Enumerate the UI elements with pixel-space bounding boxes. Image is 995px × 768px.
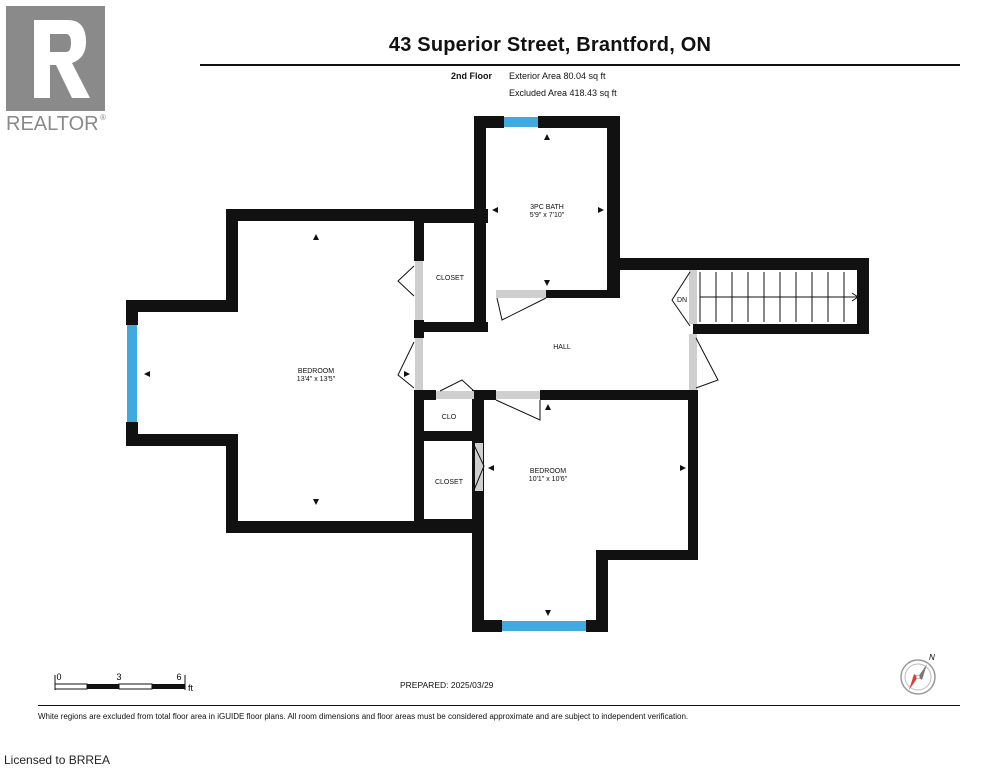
realtor-logo: REALTOR ® [6,6,106,135]
wall [472,390,484,632]
wall [857,258,869,334]
bedroom2-dims: 10'1" x 10'6" [529,476,568,483]
dimension-arrow [680,465,686,471]
clo-label: CLO [442,414,457,421]
door-swing [671,271,691,327]
door-opening [415,261,423,320]
registered-mark: ® [100,113,106,122]
wall [126,300,238,312]
scale-bar: 0 3 6 ft [54,672,194,693]
wall [126,434,238,446]
dimension-arrow [404,371,410,377]
door-opening [436,391,474,399]
dimension-arrow [313,499,319,505]
bedroom2-name: BEDROOM [530,468,566,475]
scale-unit: ft [188,683,194,693]
wall [414,390,424,533]
door-opening [496,290,546,298]
closet-top-label: CLOSET [436,275,465,282]
wall [546,290,620,298]
dimension-arrow [545,610,551,616]
wall [414,431,484,441]
wall [226,209,238,312]
dimension-arrow [313,234,319,240]
scale-tick-6: 6 [176,672,181,682]
wall [596,550,608,632]
exterior-area: Exterior Area 80.04 sq ft [509,71,606,81]
door-opening [415,338,423,390]
wall [586,620,608,632]
wall [414,519,484,533]
bedroom1-name: BEDROOM [298,368,334,375]
hall-label: HALL [553,344,571,351]
wall [226,434,238,533]
realtor-logo-mark: REALTOR ® [6,6,106,135]
compass-icon: N [900,653,936,695]
dimension-arrow [544,280,550,286]
wall [126,300,138,325]
door-swing [495,399,541,421]
wall [414,390,436,400]
license-watermark: Licensed to BRREA [4,753,111,767]
door-swing [496,297,547,321]
wall [607,116,620,298]
wall [596,550,698,560]
door-swing [439,379,475,392]
floor-label: 2nd Floor [451,71,492,81]
wall [474,116,504,128]
bedroom1-dims: 13'4" x 13'5" [297,376,336,383]
wall [688,390,698,560]
door-swing [473,444,485,491]
wall [540,390,698,400]
footer-divider [38,705,960,706]
compass-north-label: N [929,653,935,662]
scale-tick-3: 3 [116,672,121,682]
door-opening [475,443,483,491]
wall [414,322,488,332]
page-title: 43 Superior Street, Brantford, ON [388,34,712,56]
window [502,621,586,631]
dimension-arrow [488,465,494,471]
excluded-area: Excluded Area 418.43 sq ft [509,88,617,98]
closet-bottom-label: CLOSET [435,479,464,486]
dimension-arrow [492,207,498,213]
disclaimer-text: White regions are excluded from total fl… [38,712,689,721]
dimension-arrow [144,371,150,377]
wall [226,209,416,221]
wall [538,116,620,128]
window [127,325,137,422]
window [504,117,538,127]
wall [474,116,486,332]
door-opening [689,334,697,390]
bath-name: 3PC BATH [530,204,564,211]
door-swing [397,265,415,297]
dimension-arrow [544,134,550,140]
stairs-down-label: DN [677,297,687,304]
wall [688,258,698,270]
wall [693,324,869,334]
staircase [699,272,859,322]
bath-dims: 5'9" x 7'10" [530,212,565,219]
prepared-date: PREPARED: 2025/03/29 [400,680,494,690]
wall [484,390,496,400]
door-swing [397,341,415,389]
wall [414,209,424,261]
realtor-logo-text: REALTOR [6,113,99,134]
scale-tick-0: 0 [56,672,61,682]
wall [607,258,869,270]
door-opening [496,391,540,399]
wall [226,521,476,533]
door-opening [689,270,697,324]
wall [414,209,488,223]
title-divider [200,64,960,66]
dimension-arrow [598,207,604,213]
door-swing [695,337,719,389]
dimension-arrow [545,404,551,410]
